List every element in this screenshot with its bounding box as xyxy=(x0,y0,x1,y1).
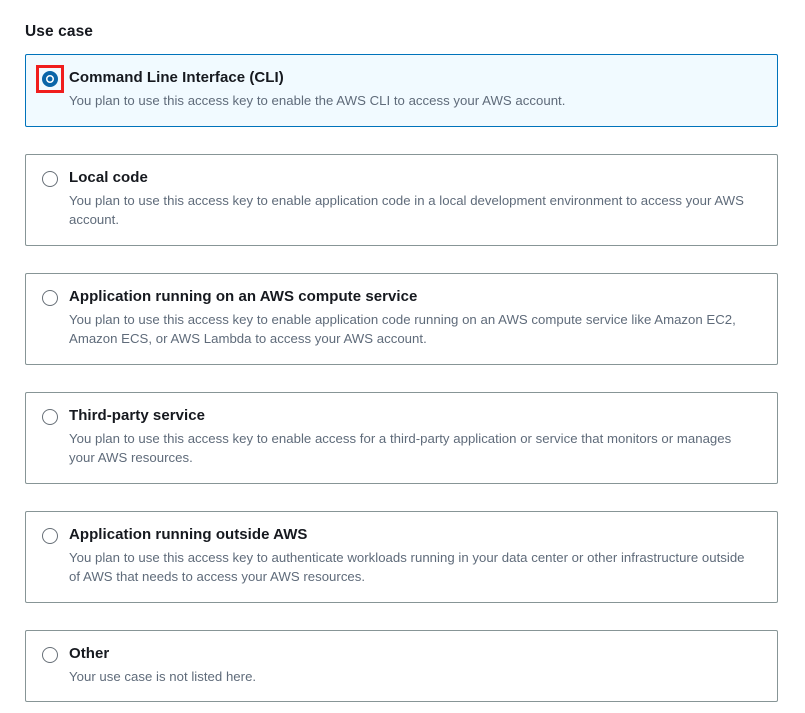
use-case-option-cli[interactable]: Command Line Interface (CLI) You plan to… xyxy=(25,54,778,127)
option-text: Command Line Interface (CLI) You plan to… xyxy=(69,68,761,111)
use-case-option-local-code[interactable]: Local code You plan to use this access k… xyxy=(25,153,778,246)
option-description: You plan to use this access key to authe… xyxy=(69,549,745,585)
radio-button-icon[interactable] xyxy=(42,71,58,87)
use-case-option-outside-aws[interactable]: Application running outside AWS You plan… xyxy=(25,510,778,603)
option-text: Local code You plan to use this access k… xyxy=(69,168,761,230)
option-description: Your use case is not listed here. xyxy=(69,668,257,684)
option-description: You plan to use this access key to enabl… xyxy=(69,93,566,108)
radio-slot xyxy=(42,527,58,544)
option-description: You plan to use this access key to enabl… xyxy=(69,430,732,466)
use-case-option-other[interactable]: Other Your use case is not listed here. xyxy=(25,629,778,702)
use-case-option-aws-compute-service[interactable]: Application running on an AWS compute se… xyxy=(25,272,778,365)
radio-slot xyxy=(36,65,64,93)
option-title: Third-party service xyxy=(69,406,206,424)
option-title: Application running on an AWS compute se… xyxy=(69,287,418,305)
radio-button-icon[interactable] xyxy=(42,289,58,306)
radio-button-icon[interactable] xyxy=(42,646,58,663)
radio-button-icon[interactable] xyxy=(42,527,58,544)
option-text: Application running on an AWS compute se… xyxy=(69,287,761,349)
radio-button-icon[interactable] xyxy=(42,170,58,187)
option-description: You plan to use this access key to enabl… xyxy=(69,311,736,347)
radio-slot xyxy=(42,170,58,187)
option-text: Other Your use case is not listed here. xyxy=(69,644,761,687)
option-description: You plan to use this access key to enabl… xyxy=(69,192,744,228)
page-title: Use case xyxy=(25,23,94,40)
use-case-radio-group: Command Line Interface (CLI) You plan to… xyxy=(25,54,778,702)
use-case-option-third-party-service[interactable]: Third-party service You plan to use this… xyxy=(25,391,778,484)
option-title: Application running outside AWS xyxy=(69,525,308,543)
radio-slot xyxy=(42,408,58,425)
option-text: Third-party service You plan to use this… xyxy=(69,406,761,468)
radio-slot xyxy=(42,646,58,663)
option-title: Other xyxy=(69,644,110,662)
radio-button-icon[interactable] xyxy=(42,408,58,425)
option-text: Application running outside AWS You plan… xyxy=(69,525,761,587)
option-title: Local code xyxy=(69,168,148,186)
option-title: Command Line Interface (CLI) xyxy=(69,69,284,86)
radio-slot xyxy=(42,289,58,306)
